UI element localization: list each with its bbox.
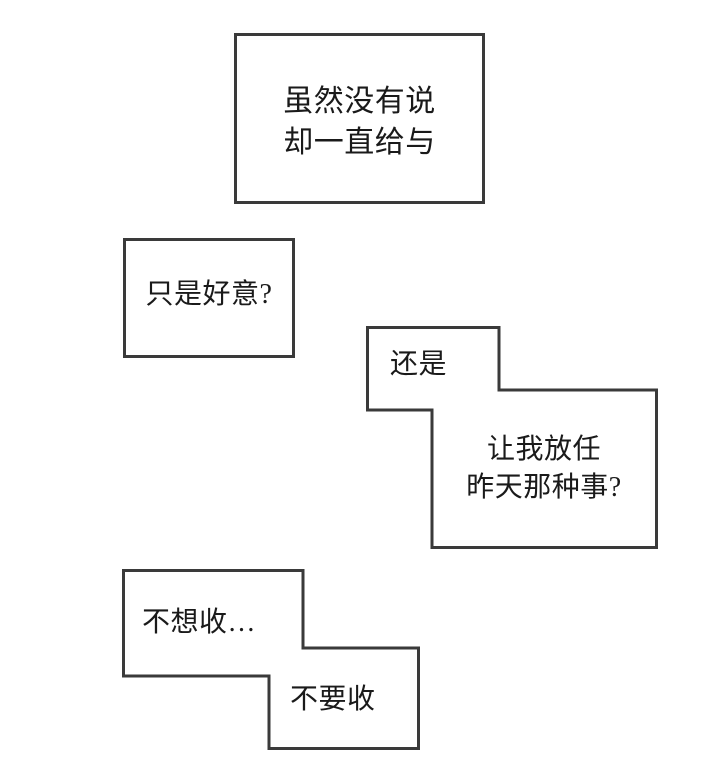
speech-panel-4-text-lower: 不要收 [290,684,376,715]
speech-panel-3-outline [366,326,658,549]
speech-panel-4-outline [122,569,420,750]
speech-panel-1-text: 虽然没有说 却一直给与 [283,85,436,159]
speech-panel-2: 只是好意? [123,238,295,358]
speech-panel-2-text: 只是好意? [145,279,273,310]
speech-panel-3-text-upper: 还是 [390,349,448,380]
speech-panel-3: 还是 让我放任 昨天那种事? [366,326,658,549]
speech-panel-4: 不想收… 不要收 [122,569,420,750]
speech-panel-4-text-upper: 不想收… [142,607,257,638]
speech-panel-3-text-lower: 让我放任 昨天那种事? [466,434,622,503]
speech-panel-1: 虽然没有说 却一直给与 [234,33,485,204]
